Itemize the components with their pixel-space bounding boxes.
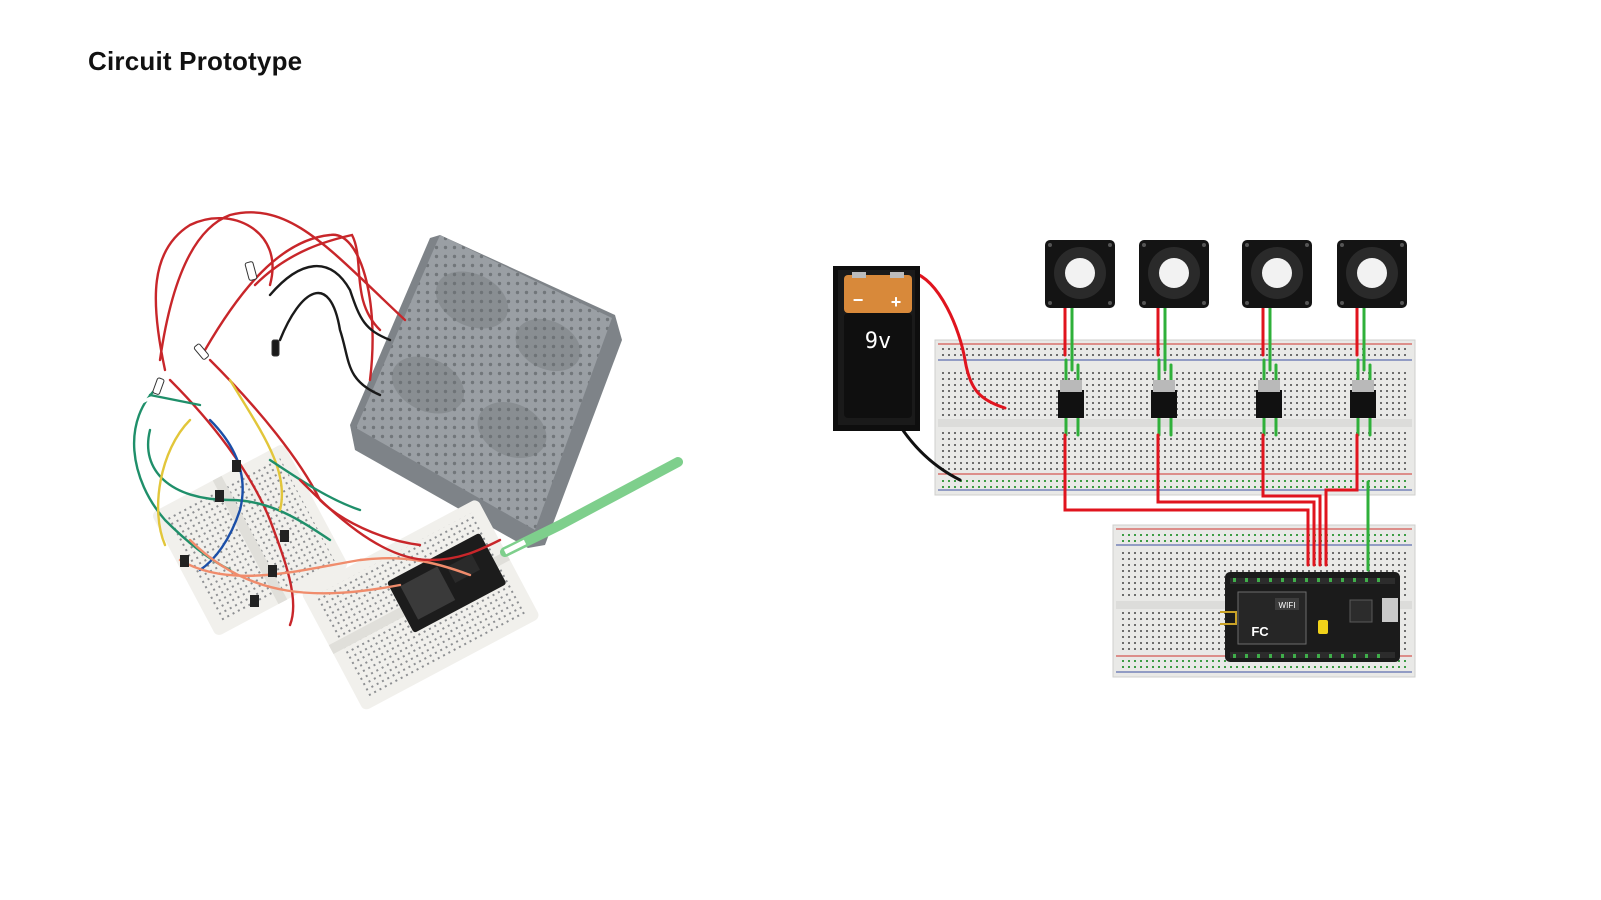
battery-voltage-label: 9v — [865, 329, 892, 354]
enclosure-box — [350, 235, 622, 548]
circuit-photo — [128, 211, 683, 710]
fan-2 — [1139, 240, 1209, 308]
battery-9v: − + 9v — [833, 266, 920, 431]
module-wifi-label: WIFI — [1279, 601, 1296, 610]
fan-3 — [1242, 240, 1312, 308]
battery-minus-label: − — [853, 290, 864, 310]
transistor-row — [1058, 380, 1376, 418]
page-title: Circuit Prototype — [88, 46, 303, 76]
module-brand-label: FC — [1251, 624, 1269, 639]
wiring-diagram: − + 9v WIFI FC — [833, 240, 1416, 678]
nodemcu-module: WIFI FC — [1220, 572, 1400, 662]
battery-plus-label: + — [891, 292, 902, 312]
fan-1 — [1045, 240, 1115, 308]
fan-4 — [1337, 240, 1407, 308]
esp-module — [387, 533, 506, 633]
